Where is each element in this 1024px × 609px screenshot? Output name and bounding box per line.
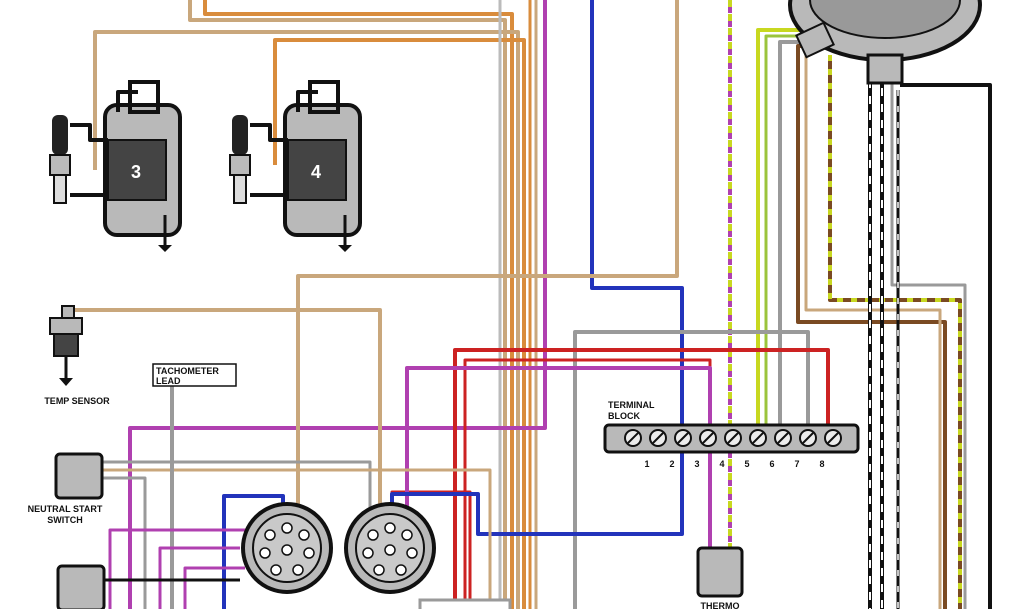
blue-wire xyxy=(590,0,684,438)
spark-plug-3 xyxy=(49,115,108,204)
gray-wire-switch-2 xyxy=(103,476,147,609)
terminal-screw-slot xyxy=(802,432,814,444)
thermo-switch xyxy=(696,546,744,598)
coil-4-label: 4 xyxy=(311,162,321,182)
brown-wire-2 xyxy=(804,48,942,609)
tachometer-label-2: LEAD xyxy=(156,376,181,386)
ignition-coil-4: 4 xyxy=(283,80,362,252)
terminal-numbers: 1 2 3 4 5 6 7 8 xyxy=(644,459,824,469)
purple-lower-1 xyxy=(108,528,250,609)
yellow-wire-2 xyxy=(756,28,805,438)
bottom-box xyxy=(418,598,512,609)
terminal-block xyxy=(603,423,860,454)
terminal-number: 3 xyxy=(694,459,699,469)
gray-wire-right xyxy=(890,80,967,609)
gray-wire-switch xyxy=(103,460,372,520)
tan-wire-switch xyxy=(103,468,492,609)
terminal-number: 2 xyxy=(669,459,674,469)
blue-wire-right xyxy=(390,445,684,536)
terminal-number: 7 xyxy=(794,459,799,469)
terminal-screw-slot xyxy=(827,432,839,444)
tachometer-label-1: TACHOMETER xyxy=(156,366,219,376)
round-connector-right xyxy=(344,502,436,594)
terminal-screw-slot xyxy=(777,432,789,444)
terminal-screw-slot xyxy=(752,432,764,444)
gray-loop-wire xyxy=(573,330,810,609)
black-wire-right-1 xyxy=(900,83,992,609)
spark-plug-4 xyxy=(229,115,288,204)
purple-lower-2 xyxy=(158,546,240,609)
green-yellow-wire xyxy=(764,34,805,438)
terminal-number: 5 xyxy=(744,459,749,469)
ignition-coil-3: 3 xyxy=(103,80,182,252)
terminal-screw-slot xyxy=(677,432,689,444)
tan-wire-right xyxy=(296,0,679,520)
terminal-number: 4 xyxy=(719,459,724,469)
terminal-screws xyxy=(624,429,842,447)
thermo-label: THERMO xyxy=(701,601,740,609)
neutral-switch-label-2: SWITCH xyxy=(47,515,83,525)
round-connector-left xyxy=(241,502,333,594)
terminal-screw-slot xyxy=(627,432,639,444)
purple-wire-top xyxy=(128,0,547,609)
lower-left-component xyxy=(56,564,106,609)
terminal-screw-slot xyxy=(727,432,739,444)
purple-wire-2 xyxy=(405,366,712,520)
terminal-screw-slot xyxy=(702,432,714,444)
terminal-number: 8 xyxy=(819,459,824,469)
stator-housing xyxy=(788,0,982,85)
purple-lower-3 xyxy=(183,566,245,609)
temp-sensor-wire xyxy=(70,308,382,520)
temp-sensor xyxy=(49,305,83,386)
coil-3-label: 3 xyxy=(131,162,141,182)
temp-sensor-label: TEMP SENSOR xyxy=(44,396,110,406)
tachometer-lead-tag: TACHOMETER LEAD xyxy=(152,363,237,387)
terminal-number: 6 xyxy=(769,459,774,469)
neutral-start-switch xyxy=(54,452,104,500)
yellow-dash-wire-3 xyxy=(828,55,962,609)
terminal-screw-slot xyxy=(652,432,664,444)
terminal-block-label-2: BLOCK xyxy=(608,411,640,421)
red-wire-1 xyxy=(453,348,830,609)
tan-harness-bundle xyxy=(93,0,538,609)
terminal-number: 1 xyxy=(644,459,649,469)
terminal-block-label-1: TERMINAL xyxy=(608,400,655,410)
neutral-switch-label-1: NEUTRAL START xyxy=(28,504,103,514)
red-wire-2 xyxy=(463,358,712,609)
